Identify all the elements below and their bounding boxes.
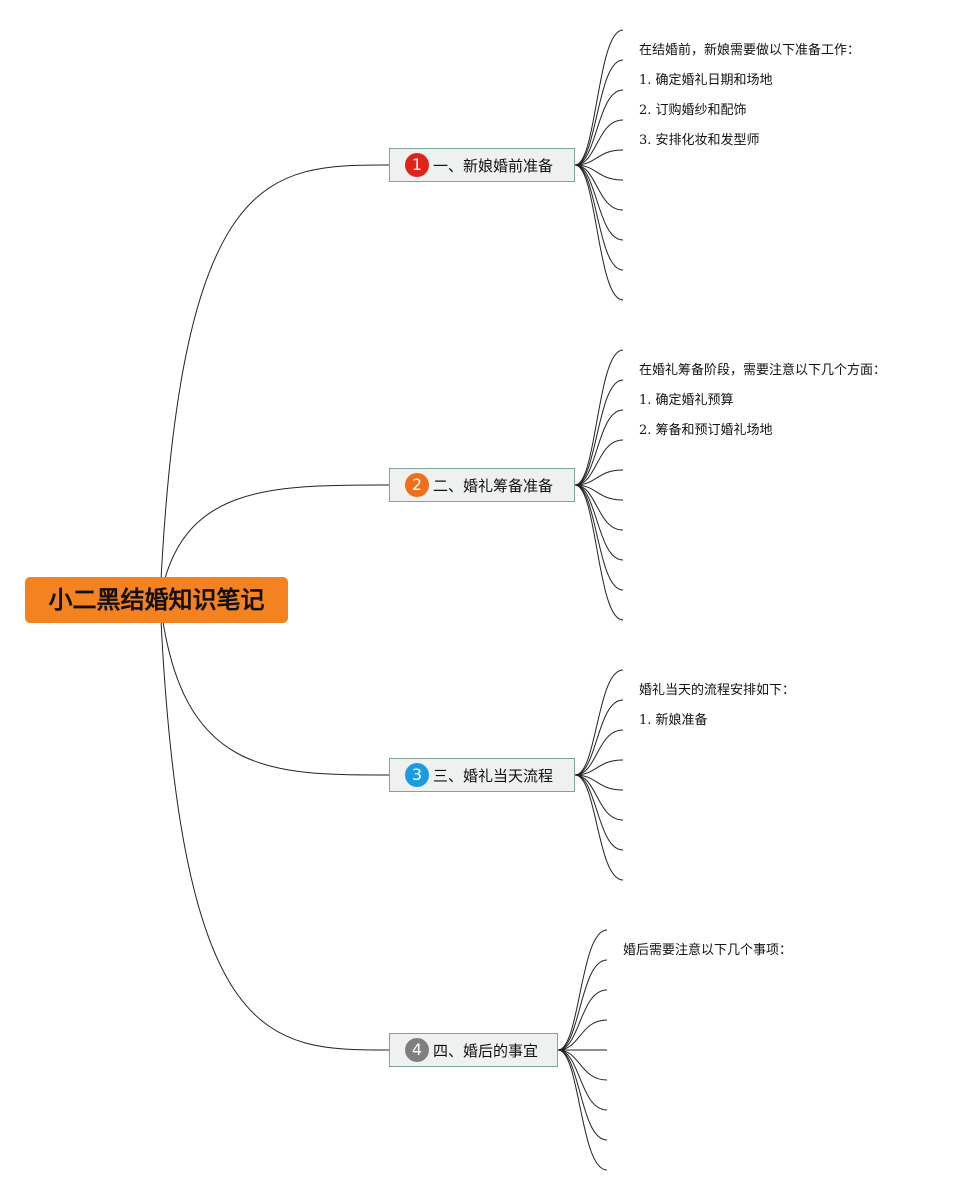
leaf-link-1-7 [574, 164, 624, 211]
leaf-link-2-9 [574, 484, 624, 591]
branch-1[interactable]: 1 一、新娘婚前准备 [389, 148, 575, 182]
leaf-link-4-4 [557, 1019, 608, 1051]
leaf-link-1-10 [574, 164, 624, 301]
leaf-link-1-8 [574, 164, 624, 241]
branch-1-label: 一、新娘婚前准备 [433, 156, 554, 175]
leaf-link-2-2 [574, 379, 624, 486]
leaf-link-2-7 [574, 484, 624, 531]
leaf-link-3-1 [574, 669, 624, 776]
branch-2[interactable]: 2 二、婚礼筹备准备 [389, 468, 575, 502]
leaf-link-2-4 [574, 439, 624, 486]
leaf-3-2[interactable]: 1. 新娘准备 [639, 713, 708, 728]
number-3-icon: 3 [405, 763, 429, 787]
number-2-icon: 2 [405, 473, 429, 497]
leaf-3-1[interactable]: 婚礼当天的流程安排如下： [639, 683, 796, 698]
leaf-link-4-2 [557, 959, 608, 1051]
leaf-link-4-7 [557, 1049, 608, 1111]
leaf-link-3-7 [574, 774, 624, 851]
leaf-link-1-1 [574, 29, 624, 166]
branch-4-label: 四、婚后的事宜 [433, 1041, 539, 1060]
root-link-1 [159, 164, 390, 601]
leaf-link-3-4 [574, 759, 624, 776]
leaf-link-1-2 [574, 59, 624, 166]
leaf-link-4-6 [557, 1049, 608, 1081]
leaf-link-4-3 [557, 989, 608, 1051]
leaf-link-1-3 [574, 89, 624, 166]
leaf-link-1-9 [574, 164, 624, 271]
leaf-1-4[interactable]: 3. 安排化妆和发型师 [639, 133, 760, 148]
root-link-4 [159, 599, 390, 1051]
leaf-4-1[interactable]: 婚后需要注意以下几个事项： [623, 943, 793, 958]
root-topic[interactable]: 小二黑结婚知识笔记 [25, 577, 288, 623]
leaf-link-3-2 [574, 699, 624, 776]
number-4-icon: 4 [405, 1038, 429, 1062]
leaf-2-2[interactable]: 1. 确定婚礼预算 [639, 393, 734, 408]
branch-2-label: 二、婚礼筹备准备 [433, 476, 554, 495]
leaf-link-4-9 [557, 1049, 608, 1171]
leaf-link-3-6 [574, 774, 624, 821]
leaf-1-3[interactable]: 2. 订购婚纱和配饰 [639, 103, 747, 118]
leaf-1-2[interactable]: 1. 确定婚礼日期和场地 [639, 73, 773, 88]
leaf-link-2-10 [574, 484, 624, 621]
leaf-link-2-3 [574, 409, 624, 486]
number-1-icon: 1 [405, 153, 429, 177]
leaf-link-2-8 [574, 484, 624, 561]
leaf-link-1-4 [574, 119, 624, 166]
leaf-link-4-1 [557, 929, 608, 1051]
branch-3[interactable]: 3 三、婚礼当天流程 [389, 758, 575, 792]
leaf-link-3-3 [574, 729, 624, 776]
leaf-1-1[interactable]: 在结婚前，新娘需要做以下准备工作： [639, 43, 861, 58]
leaf-2-1[interactable]: 在婚礼筹备阶段，需要注意以下几个方面： [639, 363, 887, 378]
root-link-3 [159, 599, 390, 776]
root-link-2 [159, 484, 390, 601]
leaf-2-3[interactable]: 2. 筹备和预订婚礼场地 [639, 423, 773, 438]
branch-4[interactable]: 4 四、婚后的事宜 [389, 1033, 558, 1067]
leaf-link-4-8 [557, 1049, 608, 1141]
leaf-link-1-5 [574, 149, 624, 166]
leaf-link-2-5 [574, 469, 624, 486]
leaf-link-2-1 [574, 349, 624, 486]
leaf-link-3-8 [574, 774, 624, 881]
branch-3-label: 三、婚礼当天流程 [433, 766, 554, 785]
